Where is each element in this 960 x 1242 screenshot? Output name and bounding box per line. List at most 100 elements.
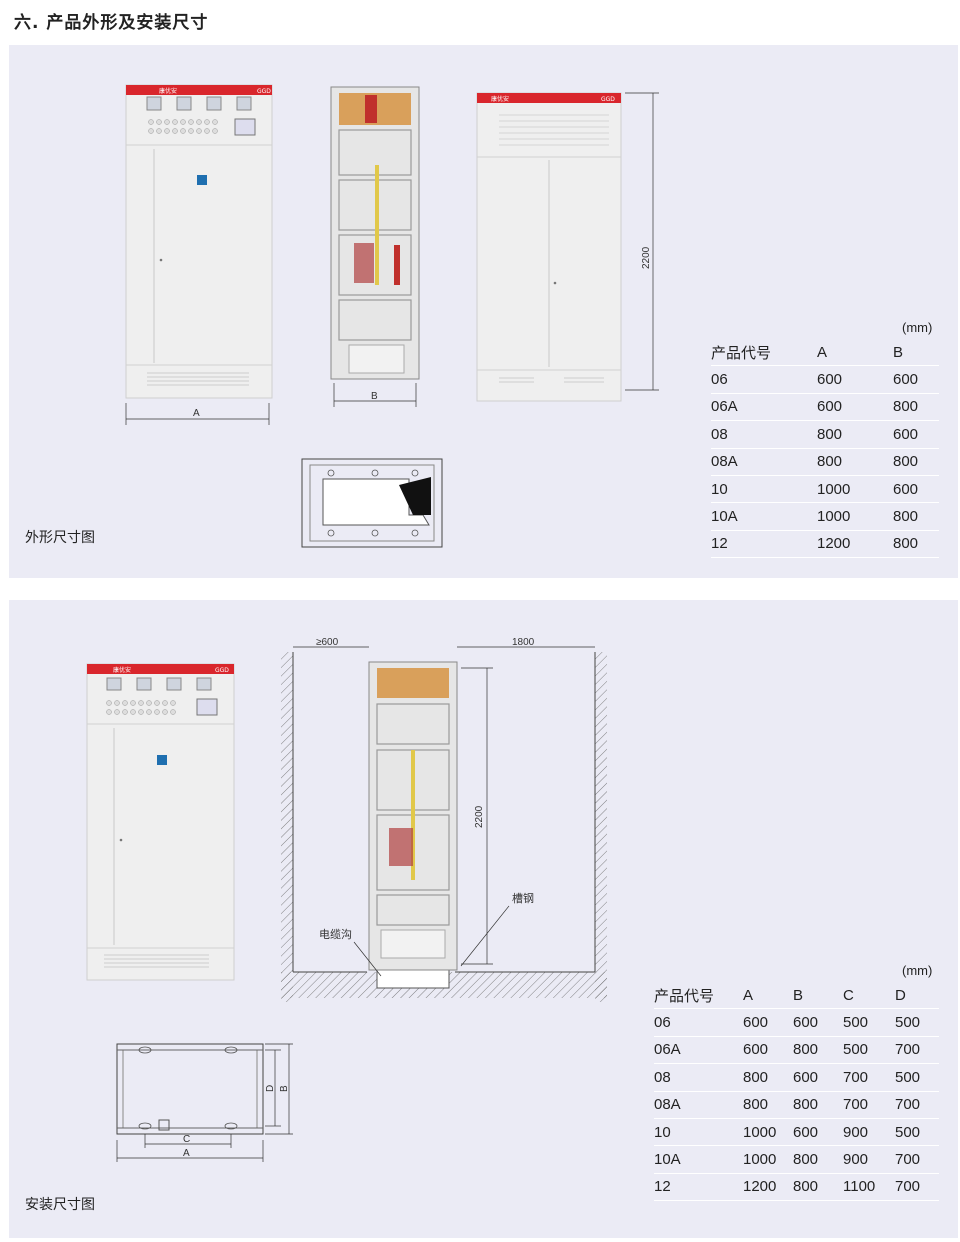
install-model-text: GGD	[215, 667, 229, 674]
table-cell: 800	[793, 1096, 819, 1114]
cabinet-front-view: 康优安 GGD A	[125, 84, 273, 425]
table-header-row: 产品代号 A B C D	[654, 982, 939, 1009]
install-spec-table: 产品代号 A B C D 06 600 600 500 500 06A 600 800 500…	[654, 982, 939, 1201]
table-cell: 700	[895, 1151, 921, 1169]
outline-dimensions-panel: 康优安 GGD A	[9, 45, 958, 578]
col-header: A	[817, 343, 828, 361]
table-cell: 500	[895, 1068, 921, 1086]
table-cell: 800	[793, 1178, 819, 1196]
dim-a2-label: A	[183, 1148, 190, 1159]
table-cell: 500	[843, 1041, 869, 1059]
model-text: GGD	[257, 88, 271, 95]
table-cell: 600	[793, 1068, 819, 1086]
table-cell: 06	[711, 371, 728, 389]
outline-caption: 外形尺寸图	[25, 530, 95, 546]
table-cell: 10	[654, 1123, 671, 1141]
table-cell: 800	[793, 1041, 819, 1059]
rear-logo-text: 康优安	[491, 95, 509, 103]
logo-text: 康优安	[159, 87, 177, 95]
table-cell: 700	[895, 1096, 921, 1114]
table-cell: 500	[843, 1014, 869, 1032]
cabinet-rear-view: 康优安 GGD 2200	[476, 92, 659, 402]
table-cell: 1200	[743, 1178, 777, 1196]
table-cell: 800	[743, 1096, 769, 1114]
table-cell: 700	[843, 1068, 869, 1086]
table-cell: 08	[654, 1068, 671, 1086]
table-cell: 1000	[817, 480, 851, 498]
table-row: 12 1200 800	[711, 530, 939, 558]
table-cell: 800	[793, 1151, 819, 1169]
table-cell: 600	[893, 371, 919, 389]
table-cell: 12	[654, 1178, 671, 1196]
table-cell: 600	[893, 425, 919, 443]
table-cell: 600	[793, 1123, 819, 1141]
channel-steel-label: 槽钢	[512, 892, 534, 905]
col-header: D	[895, 986, 906, 1004]
table-cell: 10A	[711, 508, 738, 526]
cable-trench-label: 电缆沟	[319, 928, 352, 941]
table-header-row: 产品代号 A B	[711, 339, 939, 366]
dim-b-label: B	[371, 391, 378, 402]
install-base-plan: C A D B	[116, 1043, 293, 1162]
dim-d-label: D	[265, 1085, 276, 1092]
table-cell: 1000	[743, 1151, 777, 1169]
table-cell: 600	[793, 1014, 819, 1032]
table-cell: 1000	[743, 1123, 777, 1141]
base-plan-view	[301, 458, 443, 548]
install-logo-text: 康优安	[113, 666, 131, 674]
dim-b2-label: B	[279, 1085, 290, 1092]
dim-a-label: A	[193, 408, 200, 419]
table-cell: 500	[895, 1123, 921, 1141]
table-cell: 800	[817, 425, 843, 443]
table-cell: 12	[711, 535, 728, 553]
dim-front-clearance: ≥600	[316, 637, 339, 648]
cabinet-internal-view: B	[330, 86, 420, 407]
table-cell: 800	[893, 453, 919, 471]
table1-unit: (mm)	[902, 320, 933, 335]
table2-unit: (mm)	[902, 963, 933, 978]
col-header: 产品代号	[654, 987, 715, 1005]
col-header: B	[793, 986, 804, 1004]
table-row: 08 800 600	[711, 421, 939, 449]
col-header: B	[893, 343, 904, 361]
install-section-view: ≥600 1800 2200 槽钢 电缆沟	[281, 637, 607, 1002]
table-cell: 08A	[711, 453, 738, 471]
dim-install-height: 2200	[474, 805, 485, 828]
table-cell: 1000	[817, 508, 851, 526]
rear-model-text: GGD	[601, 96, 615, 103]
dim-height-label: 2200	[641, 246, 652, 269]
table-cell: 06A	[711, 398, 738, 416]
table-cell: 900	[843, 1151, 869, 1169]
table-cell: 700	[843, 1096, 869, 1114]
table-cell: 08	[711, 425, 728, 443]
table-cell: 800	[893, 508, 919, 526]
table-row: 10A 1000 800	[711, 503, 939, 531]
table-cell: 1200	[817, 535, 851, 553]
dim-c-label: C	[183, 1134, 190, 1145]
table-row: 10A 1000 800 900 700	[654, 1146, 939, 1174]
table-cell: 700	[895, 1041, 921, 1059]
installation-dimensions-panel: 康优安 GGD	[9, 600, 958, 1238]
table-cell: 06A	[654, 1041, 681, 1059]
install-cabinet-front-view: 康优安 GGD	[86, 663, 235, 981]
table-cell: 800	[893, 535, 919, 553]
table-cell: 600	[817, 398, 843, 416]
table-cell: 10A	[654, 1151, 681, 1169]
dim-rear-clearance: 1800	[512, 637, 535, 648]
installation-drawings: 康优安 GGD	[86, 637, 607, 1162]
table-cell: 500	[895, 1014, 921, 1032]
page-title: 六. 产品外形及安装尺寸	[14, 13, 209, 33]
install-caption: 安装尺寸图	[25, 1197, 95, 1213]
table-cell: 06	[654, 1014, 671, 1032]
table-cell: 10	[711, 480, 728, 498]
